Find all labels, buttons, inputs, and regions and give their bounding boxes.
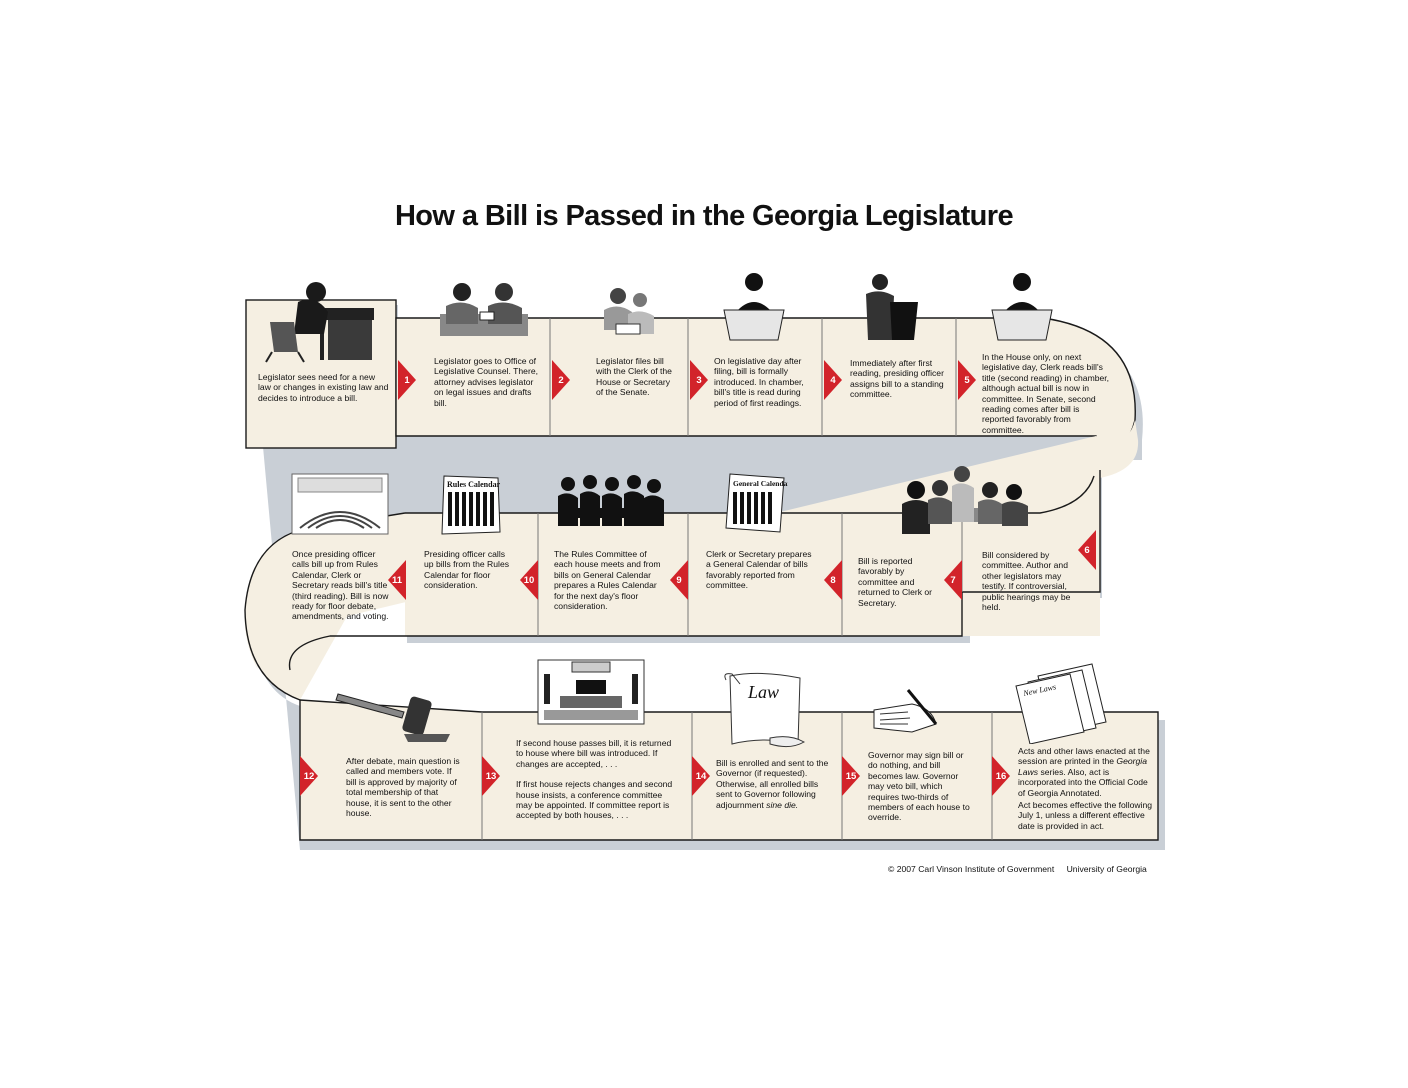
clerk-podium-icon <box>991 273 1053 341</box>
footer: © 2007 Carl Vinson Institute of Governme… <box>888 864 1157 874</box>
step-12-number: 12 <box>303 770 315 782</box>
step-15-text: Governor may sign bill or do nothing, an… <box>868 750 970 823</box>
step-1-number: 1 <box>404 374 410 386</box>
step-marker-arrow <box>388 560 406 600</box>
step-13-marker: 13 <box>482 756 500 796</box>
general-calendar-icon: General Calendar <box>725 473 788 533</box>
step-7-number: 7 <box>950 574 956 586</box>
step-10-text: Presiding officer calls up bills from th… <box>424 549 510 591</box>
step-14-number: 14 <box>695 770 707 782</box>
rules-calendar-label: Rules Calendar <box>447 480 501 489</box>
new-laws-pages-icon: New Laws <box>1015 663 1107 744</box>
step-5-marker: 5 <box>958 360 976 400</box>
rules-committee-icon <box>558 475 664 526</box>
legislative-chamber-icon <box>291 473 389 535</box>
step-4-marker: 4 <box>824 360 842 400</box>
step-marker-arrow <box>824 360 842 400</box>
step-4-text: Immediately after first reading, presidi… <box>850 358 944 400</box>
gavel-icon <box>335 693 450 742</box>
step-14-marker: 14 <box>692 756 710 796</box>
filing-clerk-icon <box>604 288 654 335</box>
step-marker-arrow <box>992 756 1010 796</box>
rules-calendar-icon: Rules Calendar <box>441 475 501 535</box>
step-16-marker: 16 <box>992 756 1010 796</box>
step-16-text-italic: Georgia Laws <box>1018 756 1147 777</box>
step-11-number: 11 <box>391 574 403 586</box>
step-13-text-a: If second house passes bill, it is retur… <box>516 738 672 769</box>
step-6-marker: 6 <box>1078 530 1096 570</box>
general-calendar-label: General Calendar <box>733 479 788 488</box>
step-9-text: The Rules Committee of each house meets … <box>554 549 661 612</box>
step-16-number: 16 <box>995 770 1007 782</box>
footer-university: University of Georgia <box>1066 864 1147 874</box>
step-8-marker: 8 <box>824 560 842 600</box>
step-8-number: 8 <box>830 574 836 586</box>
step-marker-arrow <box>842 756 860 796</box>
step-2-number: 2 <box>558 374 564 386</box>
step-16-text: Acts and other laws enacted at the sessi… <box>1018 746 1154 831</box>
legislator-at-desk-icon <box>265 282 374 363</box>
step-marker-arrow <box>690 360 708 400</box>
law-scroll-label: Law <box>747 682 779 702</box>
step-11-text: Once presiding officer calls bill up fro… <box>292 549 389 622</box>
step-marker-arrow <box>398 360 416 400</box>
step-10-marker: 10 <box>520 560 538 600</box>
step-12-text: After debate, main question is called an… <box>346 756 460 819</box>
counsel-meeting-icon <box>440 283 528 336</box>
step-16-text-before: Acts and other laws enacted at the sessi… <box>1018 746 1150 767</box>
step-12-marker: 12 <box>300 756 318 796</box>
step-7-text: Bill is reported favorably by committee … <box>858 556 933 608</box>
footer-copyright: © 2007 Carl Vinson Institute of Governme… <box>888 864 1055 874</box>
step-9-marker: 9 <box>670 560 688 600</box>
law-scroll-icon: Law <box>724 672 806 748</box>
step-13-number: 13 <box>485 770 497 782</box>
step-10-number: 10 <box>523 574 535 586</box>
step-14-text-main: Bill is enrolled and sent to the Governo… <box>716 758 829 810</box>
step-14-text-italic: sine die. <box>766 799 799 810</box>
step-marker-arrow <box>520 560 538 600</box>
step-16-text-b: Act becomes effective the following July… <box>1018 800 1153 831</box>
step-marker-arrow <box>300 756 318 796</box>
step-6-number: 6 <box>1084 544 1090 556</box>
step-16-text-after: series. Also, act is incorporated into t… <box>1018 766 1148 798</box>
step-6-text: Bill considered by committee. Author and… <box>982 550 1071 613</box>
step-marker-arrow <box>944 560 962 600</box>
step-11-marker: 11 <box>388 560 406 600</box>
step-2-text: Legislator files bill with the Clerk of … <box>596 356 672 398</box>
step-13-text: If second house passes bill, it is retur… <box>516 738 676 821</box>
step-14-text: Bill is enrolled and sent to the Governo… <box>716 758 836 810</box>
presiding-officer-icon <box>866 274 918 340</box>
step-5-number: 5 <box>964 374 970 386</box>
step-marker-arrow <box>824 560 842 600</box>
page-title: How a Bill is Passed in the Georgia Legi… <box>394 200 1014 232</box>
step-1-text: Legislator goes to Office of Legislative… <box>434 356 538 408</box>
step-0-text: Legislator sees need for a new law or ch… <box>258 372 389 403</box>
step-8-text: Clerk or Secretary prepares a General Ca… <box>706 549 812 591</box>
step-16-text-a: Acts and other laws enacted at the sessi… <box>1018 746 1154 798</box>
capitol-chamber-icon <box>537 659 645 725</box>
step-15-number: 15 <box>845 770 857 782</box>
step-marker-arrow <box>670 560 688 600</box>
step-marker-arrow <box>482 756 500 796</box>
step-15-marker: 15 <box>842 756 860 796</box>
chamber-podium-icon <box>723 273 785 341</box>
step-marker-arrow <box>692 756 710 796</box>
committee-hearing-icon <box>902 466 1028 534</box>
step-1-marker: 1 <box>398 360 416 400</box>
step-7-marker: 7 <box>944 560 962 600</box>
signing-pen-icon <box>873 689 938 733</box>
step-13-text-b: If first house rejects changes and secon… <box>516 779 673 821</box>
step-3-marker: 3 <box>690 360 708 400</box>
step-marker-arrow <box>1078 530 1096 570</box>
step-marker-arrow <box>552 360 570 400</box>
step-3-text: On legislative day after filing, bill is… <box>714 356 804 408</box>
step-2-marker: 2 <box>552 360 570 400</box>
step-3-number: 3 <box>696 374 702 386</box>
step-5-text: In the House only, on next legislative d… <box>982 352 1110 435</box>
step-marker-arrow <box>958 360 976 400</box>
step-4-number: 4 <box>830 374 836 386</box>
step-9-number: 9 <box>676 574 682 586</box>
